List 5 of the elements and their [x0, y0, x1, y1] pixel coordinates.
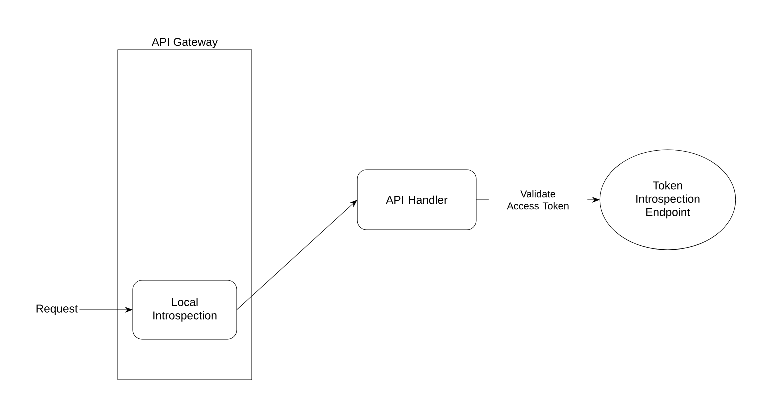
process-box: API Handler — [357, 170, 477, 230]
process-box: Local Introspection — [132, 280, 238, 340]
edge-label: Validate Access Token — [488, 189, 588, 211]
node-label: API Gateway — [152, 38, 218, 48]
request-text: Request — [36, 304, 78, 316]
